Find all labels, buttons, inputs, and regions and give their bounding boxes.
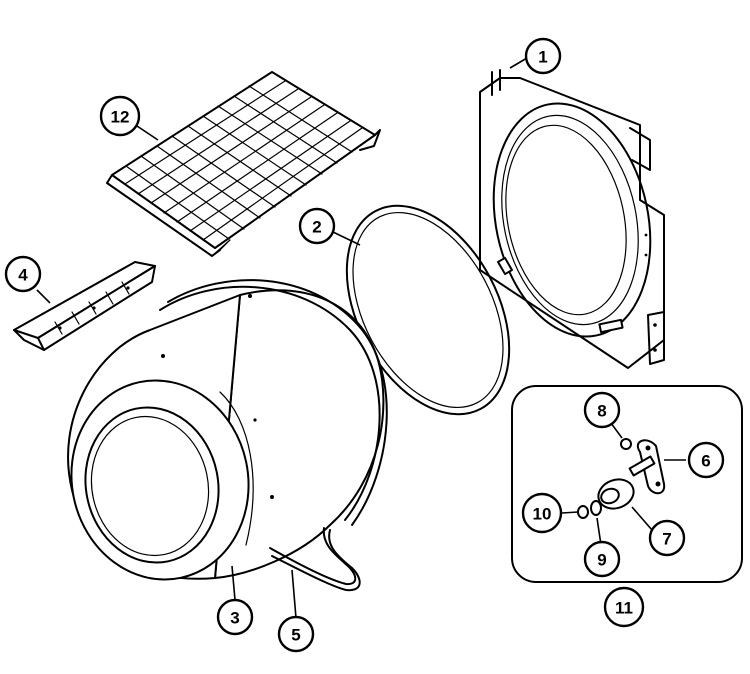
callout-label-12: 12 [111,108,130,127]
callout-10: 10 [521,492,563,534]
callout-7: 7 [648,519,686,557]
callout-label-8: 8 [597,402,606,421]
callout-label-10: 10 [533,505,552,524]
callout-8: 8 [583,391,621,429]
part-bulkhead [479,69,665,369]
callout-label-9: 9 [597,551,606,570]
part-drying-rack [106,71,381,257]
callout-5: 5 [277,615,315,653]
callout-label-11: 11 [615,599,633,618]
callout-label-2: 2 [312,218,321,237]
callout-2: 2 [298,207,336,245]
callout-4: 4 [4,255,42,293]
callout-label-6: 6 [701,452,710,471]
part-roller-kit [511,385,743,583]
callout-label-1: 1 [538,48,547,67]
callout-label-7: 7 [662,530,671,549]
callout-11: 11 [603,586,645,628]
callout-label-5: 5 [291,626,300,645]
part-drum [67,279,388,581]
callout-label-3: 3 [230,609,239,628]
callout-label-4: 4 [18,266,28,285]
part-drive-belt [269,527,361,592]
callout-3: 3 [216,598,254,636]
part-bracket [13,261,156,351]
callout-12: 12 [99,95,141,137]
callout-9: 9 [583,540,621,578]
leader-lines [36,57,686,619]
callout-6: 6 [687,441,725,479]
callout-1: 1 [524,37,562,75]
